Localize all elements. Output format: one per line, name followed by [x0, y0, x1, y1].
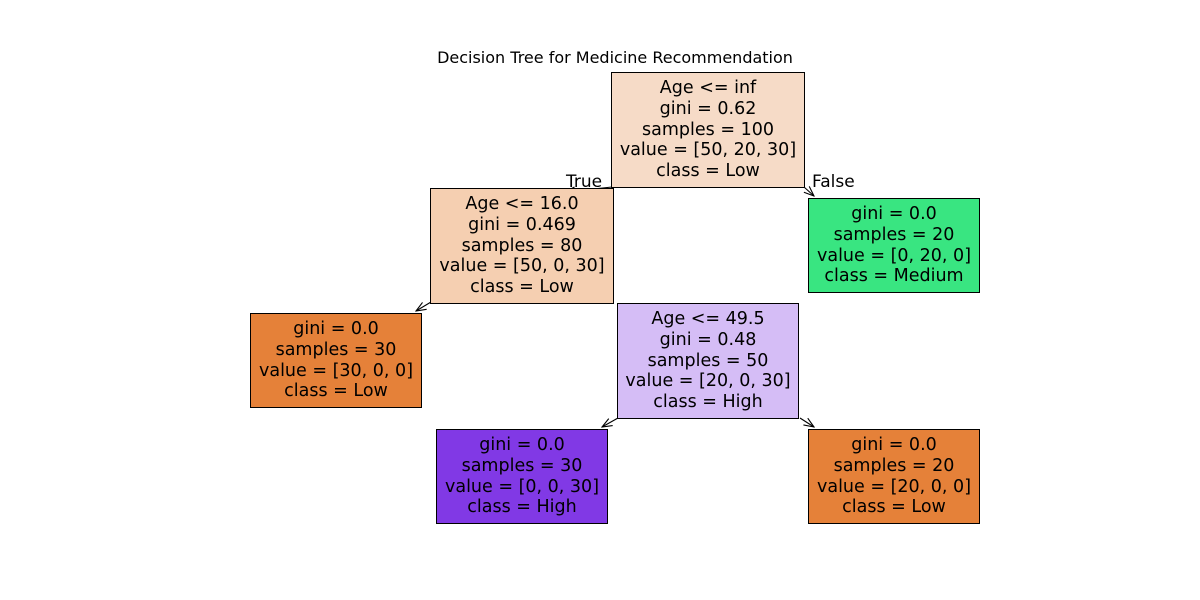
node-gini: gini = 0.0 — [479, 434, 565, 455]
tree-leaf-low-right: gini = 0.0 samples = 20 value = [20, 0, … — [808, 429, 980, 524]
node-samples: samples = 30 — [275, 339, 397, 360]
node-gini: gini = 0.469 — [468, 214, 576, 235]
edge-n4-n5 — [602, 417, 619, 427]
node-gini: gini = 0.0 — [851, 203, 937, 224]
tree-node-root: Age <= inf gini = 0.62 samples = 100 val… — [611, 72, 805, 188]
node-samples: samples = 30 — [461, 455, 583, 476]
node-samples: samples = 20 — [833, 224, 955, 245]
node-split: Age <= 16.0 — [465, 194, 579, 214]
edge-label-false: False — [812, 172, 855, 192]
node-gini: gini = 0.0 — [293, 318, 379, 339]
node-gini: gini = 0.0 — [851, 434, 937, 455]
node-class: class = Low — [842, 497, 946, 518]
edge-n1-n3 — [416, 301, 432, 311]
edge-label-true: True — [566, 172, 603, 192]
tree-leaf-low-left: gini = 0.0 samples = 30 value = [30, 0, … — [250, 313, 422, 408]
node-samples: samples = 100 — [642, 119, 774, 140]
diagram-title: Decision Tree for Medicine Recommendatio… — [437, 48, 793, 67]
edge-n4-n6 — [799, 417, 814, 427]
node-value: value = [0, 0, 30] — [444, 476, 600, 497]
node-value: value = [20, 0, 0] — [816, 476, 972, 497]
tree-leaf-high: gini = 0.0 samples = 30 value = [0, 0, 3… — [436, 429, 608, 524]
tree-node-age-16: Age <= 16.0 gini = 0.469 samples = 80 va… — [430, 188, 614, 304]
node-split: Age <= 49.5 — [651, 309, 765, 329]
node-gini: gini = 0.48 — [659, 329, 757, 350]
node-class: class = Low — [656, 161, 760, 182]
node-gini: gini = 0.62 — [659, 98, 757, 119]
node-value: value = [20, 0, 30] — [625, 371, 791, 392]
node-class: class = High — [653, 392, 763, 413]
tree-leaf-medium: gini = 0.0 samples = 20 value = [0, 20, … — [808, 198, 980, 293]
node-split: Age <= inf — [659, 78, 757, 98]
node-samples: samples = 80 — [461, 235, 583, 256]
node-samples: samples = 20 — [833, 455, 955, 476]
node-value: value = [50, 20, 30] — [619, 140, 797, 161]
node-value: value = [50, 0, 30] — [439, 256, 605, 277]
edge-root-n2 — [803, 187, 814, 196]
node-value: value = [30, 0, 0] — [258, 360, 414, 381]
node-class: class = High — [467, 497, 577, 518]
node-samples: samples = 50 — [647, 350, 769, 371]
node-class: class = Low — [470, 277, 574, 298]
node-value: value = [0, 20, 0] — [816, 245, 972, 266]
tree-node-age-49: Age <= 49.5 gini = 0.48 samples = 50 val… — [617, 303, 799, 419]
node-class: class = Medium — [824, 266, 964, 287]
node-class: class = Low — [284, 381, 388, 402]
